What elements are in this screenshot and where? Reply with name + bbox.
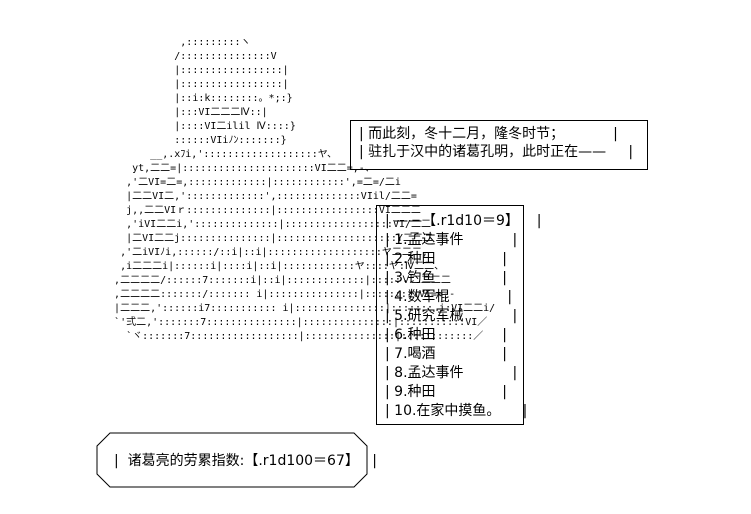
fatigue-text: | 诸葛亮的劳累指数:【.r1d100＝67】 | xyxy=(114,453,377,469)
roll-option: | 8.孟达事件 | xyxy=(385,365,518,381)
roll-option: | 10.在家中摸鱼。 | xyxy=(385,403,528,419)
roll-option: | 6.种田 | xyxy=(385,327,507,343)
fatigue-box: | 诸葛亮的劳累指数:【.r1d100＝67】 | xyxy=(96,432,377,488)
narration-line-2: | 驻扎于汉中的诸葛孔明，此时正在—— | xyxy=(359,144,634,160)
ascii-art-figure: ,:::::::::ヽ /:::::::::::::::V |:::::::::… xyxy=(114,37,496,342)
roll-option: | 5.研究军械 | xyxy=(385,308,518,324)
narration-box: | 而此刻，冬十二月，隆冬时节； | | 驻扎于汉中的诸葛孔明，此时正在—— | xyxy=(350,120,648,170)
roll-option: | 4.数军棍 | xyxy=(385,289,513,305)
fatigue-box-frame xyxy=(96,432,368,488)
roll-option: | 3.钓鱼 | xyxy=(385,270,507,286)
narration-line-1: | 而此刻，冬十二月，隆冬时节； | xyxy=(359,126,618,142)
dice-roll-box: | ——【.r1d10＝9】 | | 1.孟达事件 | | 2.种田 | | 3… xyxy=(376,205,542,425)
roll-option: | 2.种田 | xyxy=(385,251,507,267)
roll-header: | ——【.r1d10＝9】 | xyxy=(385,213,542,229)
roll-option: | 7.喝酒 | xyxy=(385,346,507,362)
roll-option: | 9.种田 | xyxy=(385,384,507,400)
roll-option: | 1.孟达事件 | xyxy=(385,232,518,248)
